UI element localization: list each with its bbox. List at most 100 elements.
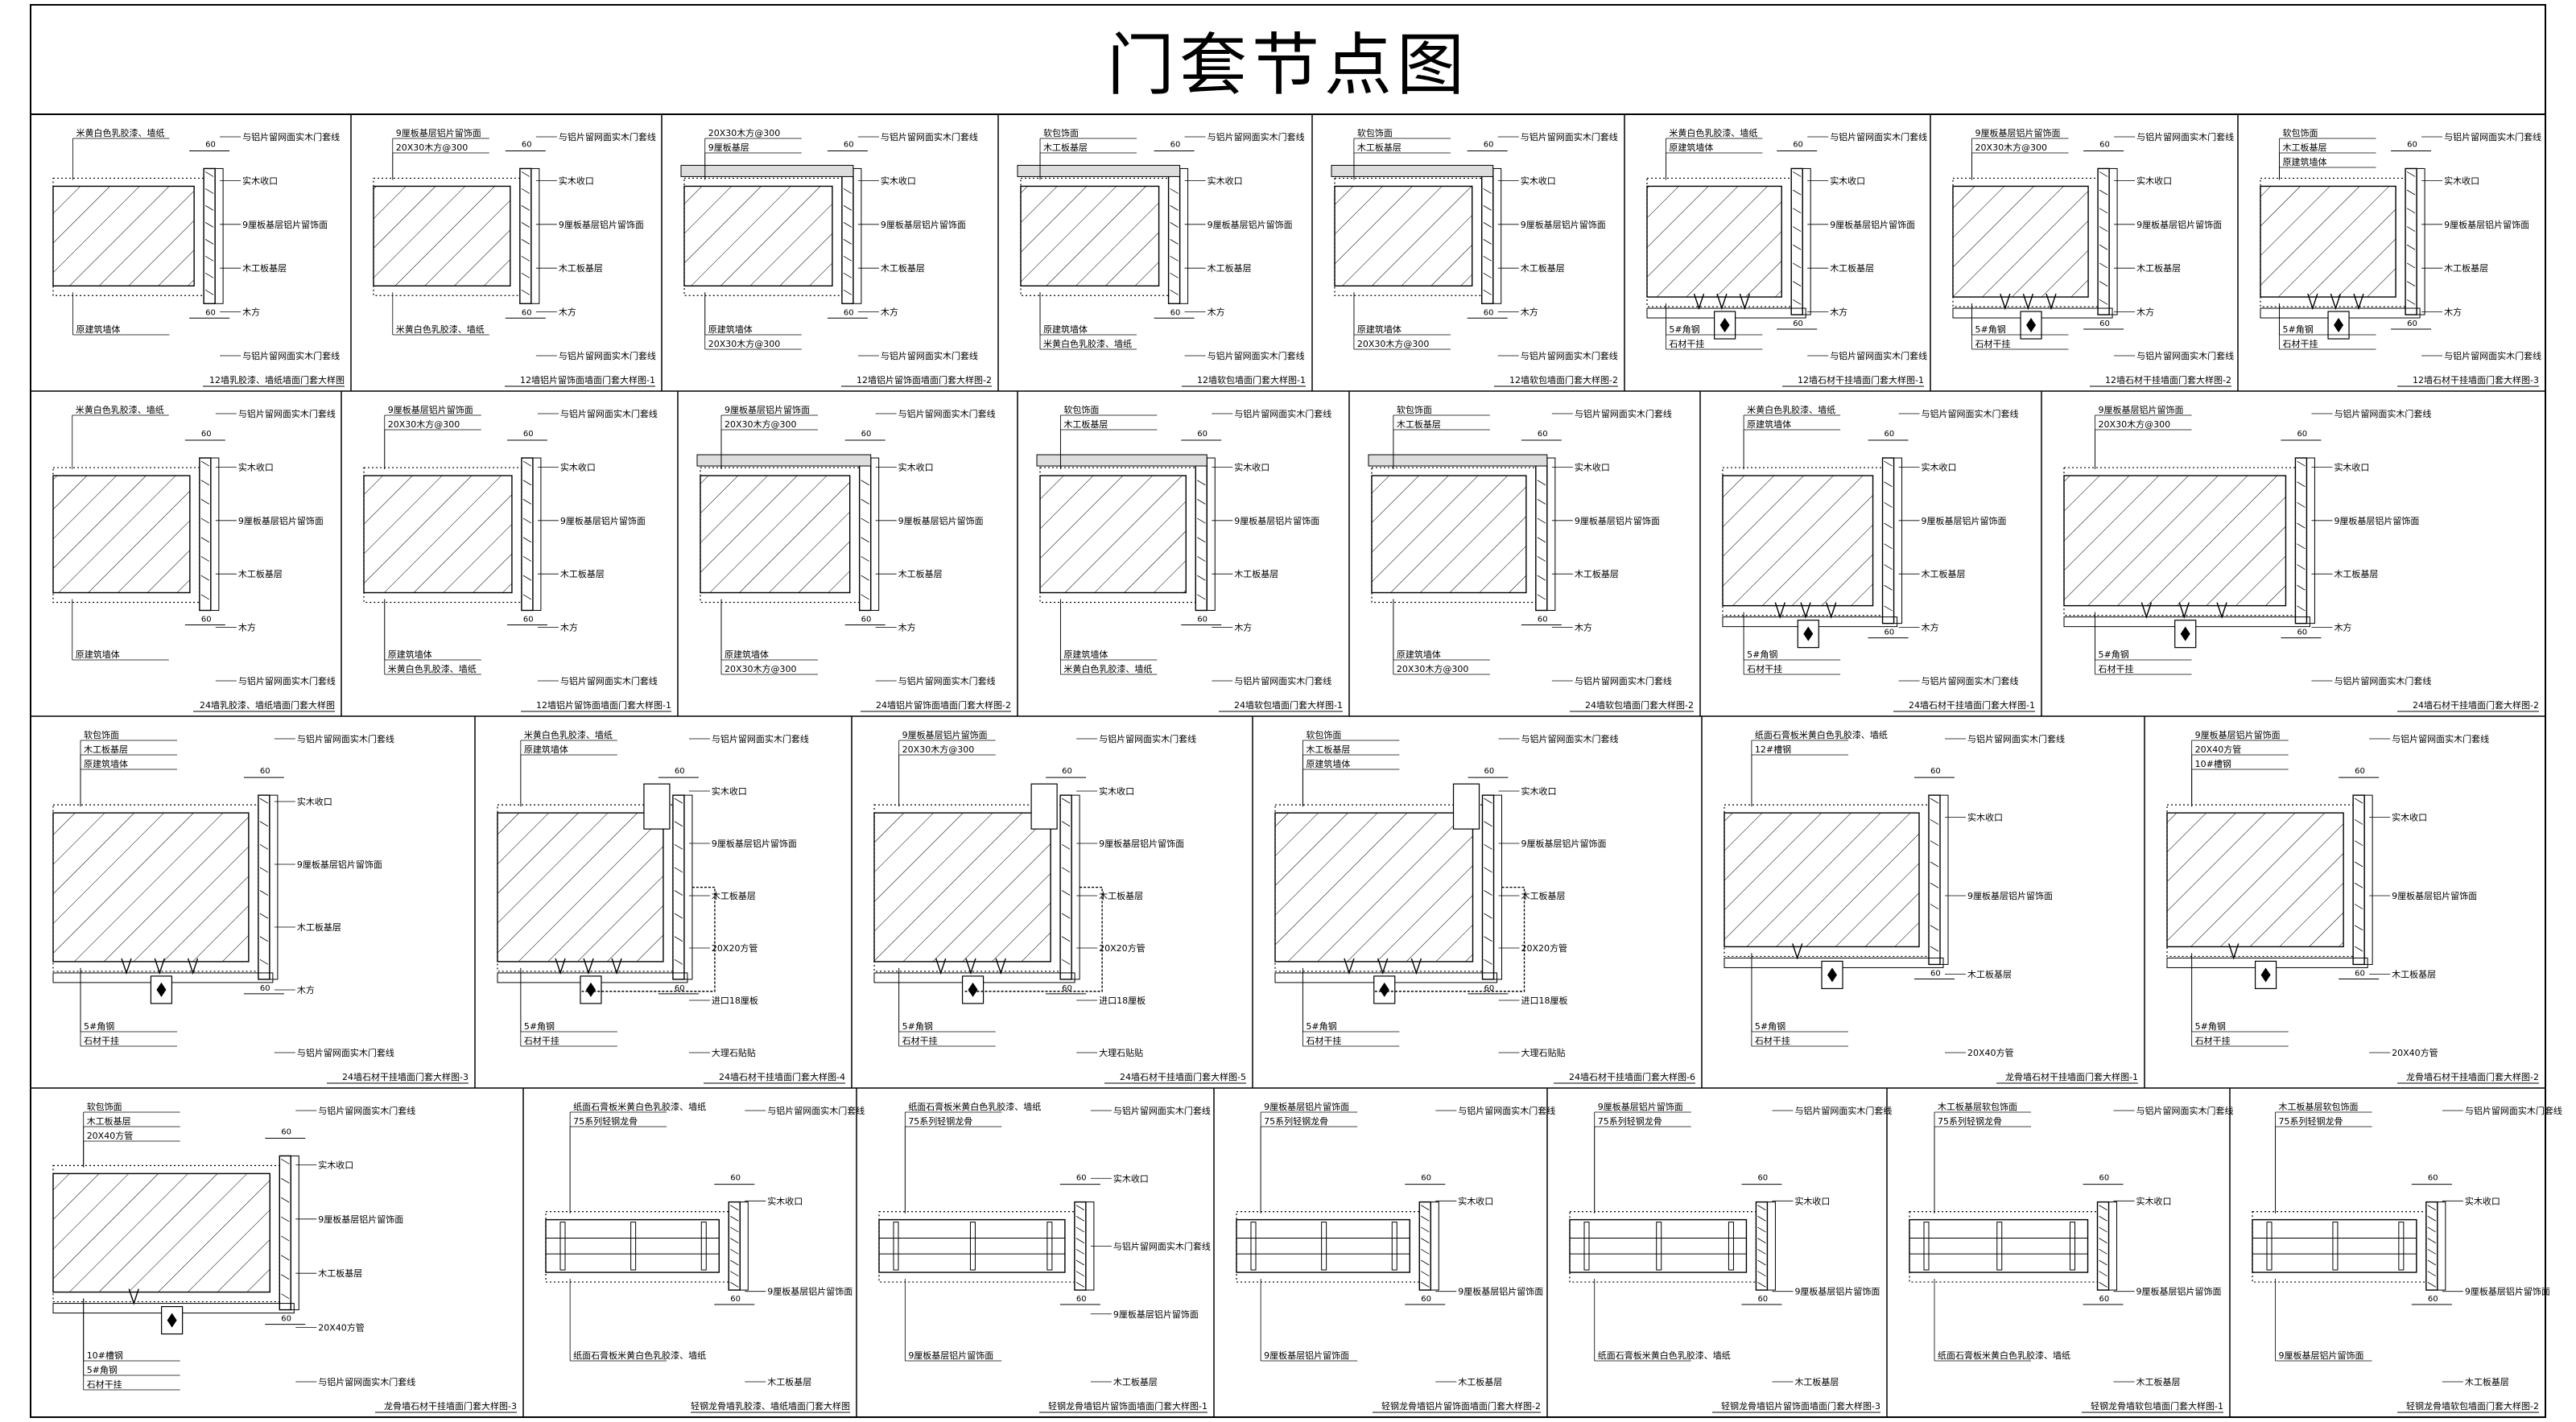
casing-grain bbox=[2427, 1238, 2437, 1243]
casing-grain bbox=[861, 575, 869, 581]
casing-grain bbox=[1483, 205, 1492, 211]
casing-grain bbox=[2099, 262, 2108, 269]
marble-step bbox=[963, 886, 1103, 992]
callout-left: 米黄白色乳胶漆、墙纸 bbox=[1669, 127, 1757, 138]
casing-grain bbox=[2297, 460, 2306, 467]
callout-right: 与铝片留网面实木门套线 bbox=[898, 675, 996, 686]
casing-grain bbox=[2099, 171, 2108, 177]
casing-grain bbox=[2297, 564, 2306, 570]
casing-grain bbox=[1170, 289, 1179, 295]
callout-right: 进口18厘板 bbox=[712, 995, 758, 1006]
wall-section bbox=[2063, 475, 2287, 607]
callout-right: 实木收口 bbox=[1099, 785, 1134, 797]
callout-right: 木工板基层 bbox=[2444, 262, 2488, 274]
callout-left: 9厘板基层 bbox=[708, 142, 749, 153]
detail-panel: 6060与铝片留网面实木门套线实木收口9厘板基层铝片留饰面木工板基层20X20方… bbox=[873, 729, 1246, 1084]
callout-right: 与铝片留网面实木门套线 bbox=[898, 408, 996, 419]
keel-wall bbox=[2252, 1218, 2417, 1273]
callout-right: 木方 bbox=[560, 622, 578, 633]
casing-grain bbox=[1792, 208, 1802, 214]
marble-step bbox=[1373, 886, 1525, 992]
casing-grain bbox=[521, 289, 530, 295]
callout-right: 木工板基层 bbox=[560, 568, 605, 579]
dimension-60: 60 bbox=[281, 1127, 291, 1136]
callout-left: 9厘板基层铝片留饰面 bbox=[724, 404, 810, 415]
detail-caption: 12墙铝片留饰面墙面门套大样图-1 bbox=[536, 699, 671, 711]
casing-grain bbox=[1757, 1259, 1766, 1266]
callout-right: 与铝片留网面实木门套线 bbox=[1234, 675, 1331, 686]
callout-right: 木工板基层 bbox=[238, 568, 283, 579]
detail-panel: 6060与铝片留网面实木门套线实木收口与铝片留网面实木门套线9厘板基层铝片留饰面… bbox=[878, 1101, 1211, 1413]
steel-angle bbox=[187, 958, 199, 975]
callout-right: 与铝片留网面实木门套线 bbox=[2136, 131, 2234, 142]
detail-caption: 轻钢龙骨墙乳胶漆、墙纸墙面门套大样图 bbox=[691, 1400, 850, 1412]
detail-panel: 6060与铝片留网面实木门套线实木收口9厘板基层铝片留饰面木工板基层木方与铝片留… bbox=[2260, 127, 2541, 387]
callout-right: 20X20方管 bbox=[712, 942, 758, 954]
bracket-bolt bbox=[2180, 626, 2190, 641]
wall-section bbox=[363, 475, 513, 594]
callout-left: 石材干挂 bbox=[2099, 663, 2134, 674]
callout-left: 20X30木方@300 bbox=[388, 418, 460, 430]
wall-section bbox=[1646, 185, 1782, 298]
casing-grain bbox=[1537, 499, 1546, 505]
casing-grain bbox=[1792, 262, 1802, 269]
callout-right: 与铝片留网面实木门套线 bbox=[1458, 1105, 1555, 1116]
dimension-60-lower: 60 bbox=[1538, 615, 1548, 624]
casing-grain bbox=[2427, 1215, 2437, 1222]
steel-angle bbox=[154, 958, 165, 975]
casing-grain bbox=[861, 537, 869, 543]
detail-caption: 24墙石材干挂墙面门套大样图-2 bbox=[2413, 699, 2539, 711]
callout-left: 原建筑墙体 bbox=[76, 649, 120, 660]
wall-section bbox=[1724, 812, 1920, 948]
callout-right: 20X40方管 bbox=[1967, 1047, 2014, 1058]
steel-angle bbox=[965, 958, 976, 975]
callout-left: 木工板基层 bbox=[2283, 142, 2327, 153]
callout-left: 75系列轻钢龙骨 bbox=[908, 1115, 972, 1127]
callout-right: 木工板基层 bbox=[2465, 1376, 2509, 1387]
casing-grain bbox=[1075, 1271, 1085, 1277]
casing-grain bbox=[1483, 239, 1492, 245]
callout-right: 木方 bbox=[2136, 307, 2154, 318]
finish-layer bbox=[873, 804, 1061, 972]
casing-grain bbox=[2099, 1271, 2107, 1277]
callout-right: 实木收口 bbox=[2465, 1195, 2500, 1206]
casing-trim bbox=[2306, 457, 2315, 624]
callout-right: 与铝片留网面实木门套线 bbox=[238, 675, 336, 686]
callout-right: 与铝片留网面实木门套线 bbox=[1521, 131, 1618, 142]
steel-angle bbox=[555, 958, 566, 975]
dimension-60: 60 bbox=[522, 140, 532, 149]
casing-grain bbox=[204, 171, 214, 177]
callout-right: 9厘板基层铝片留饰面 bbox=[1575, 515, 1660, 526]
casing-grain bbox=[843, 222, 852, 228]
casing-trim bbox=[683, 794, 693, 980]
wall-section bbox=[52, 1173, 270, 1293]
casing-grain bbox=[2099, 244, 2108, 250]
callout-left: 原建筑墙体 bbox=[524, 744, 568, 755]
wall-section bbox=[373, 185, 511, 286]
casing-grain bbox=[281, 1177, 290, 1184]
callout-left: 原建筑墙体 bbox=[1669, 142, 1713, 153]
casing-trim bbox=[1893, 457, 1903, 624]
detail-panel: 6060与铝片留网面实木门套线实木收口9厘板基层铝片留饰面木工板基层木方与铝片留… bbox=[1036, 404, 1343, 712]
casing-grain bbox=[2297, 502, 2306, 508]
callout-left: 原建筑墙体 bbox=[1306, 758, 1350, 769]
callout-right: 与铝片留网面实木门套线 bbox=[2444, 350, 2541, 361]
casing-grain bbox=[259, 821, 269, 827]
casing-grain bbox=[1061, 867, 1071, 873]
casing-grain bbox=[2406, 171, 2416, 177]
door-casing bbox=[2405, 167, 2417, 315]
casing-grain bbox=[522, 517, 532, 524]
keel-stud bbox=[1728, 1222, 1734, 1271]
steel-angle bbox=[2228, 943, 2240, 960]
callout-right: 9厘板基层铝片留饰面 bbox=[2392, 890, 2477, 901]
callout-right: 与铝片留网面实木门套线 bbox=[2136, 1105, 2234, 1116]
casing-grain bbox=[1075, 1248, 1085, 1255]
callout-left: 纸面石膏板米黄白色乳胶漆、墙纸 bbox=[1755, 729, 1888, 740]
dimension-60: 60 bbox=[1197, 430, 1208, 439]
casing-grain bbox=[521, 205, 530, 211]
casing-grain bbox=[259, 890, 269, 896]
casing-grain bbox=[281, 1255, 290, 1261]
detail-row: 6060与铝片留网面实木门套线实木收口9厘板基层铝片留饰面木工板基层木方与铝片留… bbox=[31, 391, 2545, 717]
steel-angle bbox=[2330, 293, 2342, 311]
